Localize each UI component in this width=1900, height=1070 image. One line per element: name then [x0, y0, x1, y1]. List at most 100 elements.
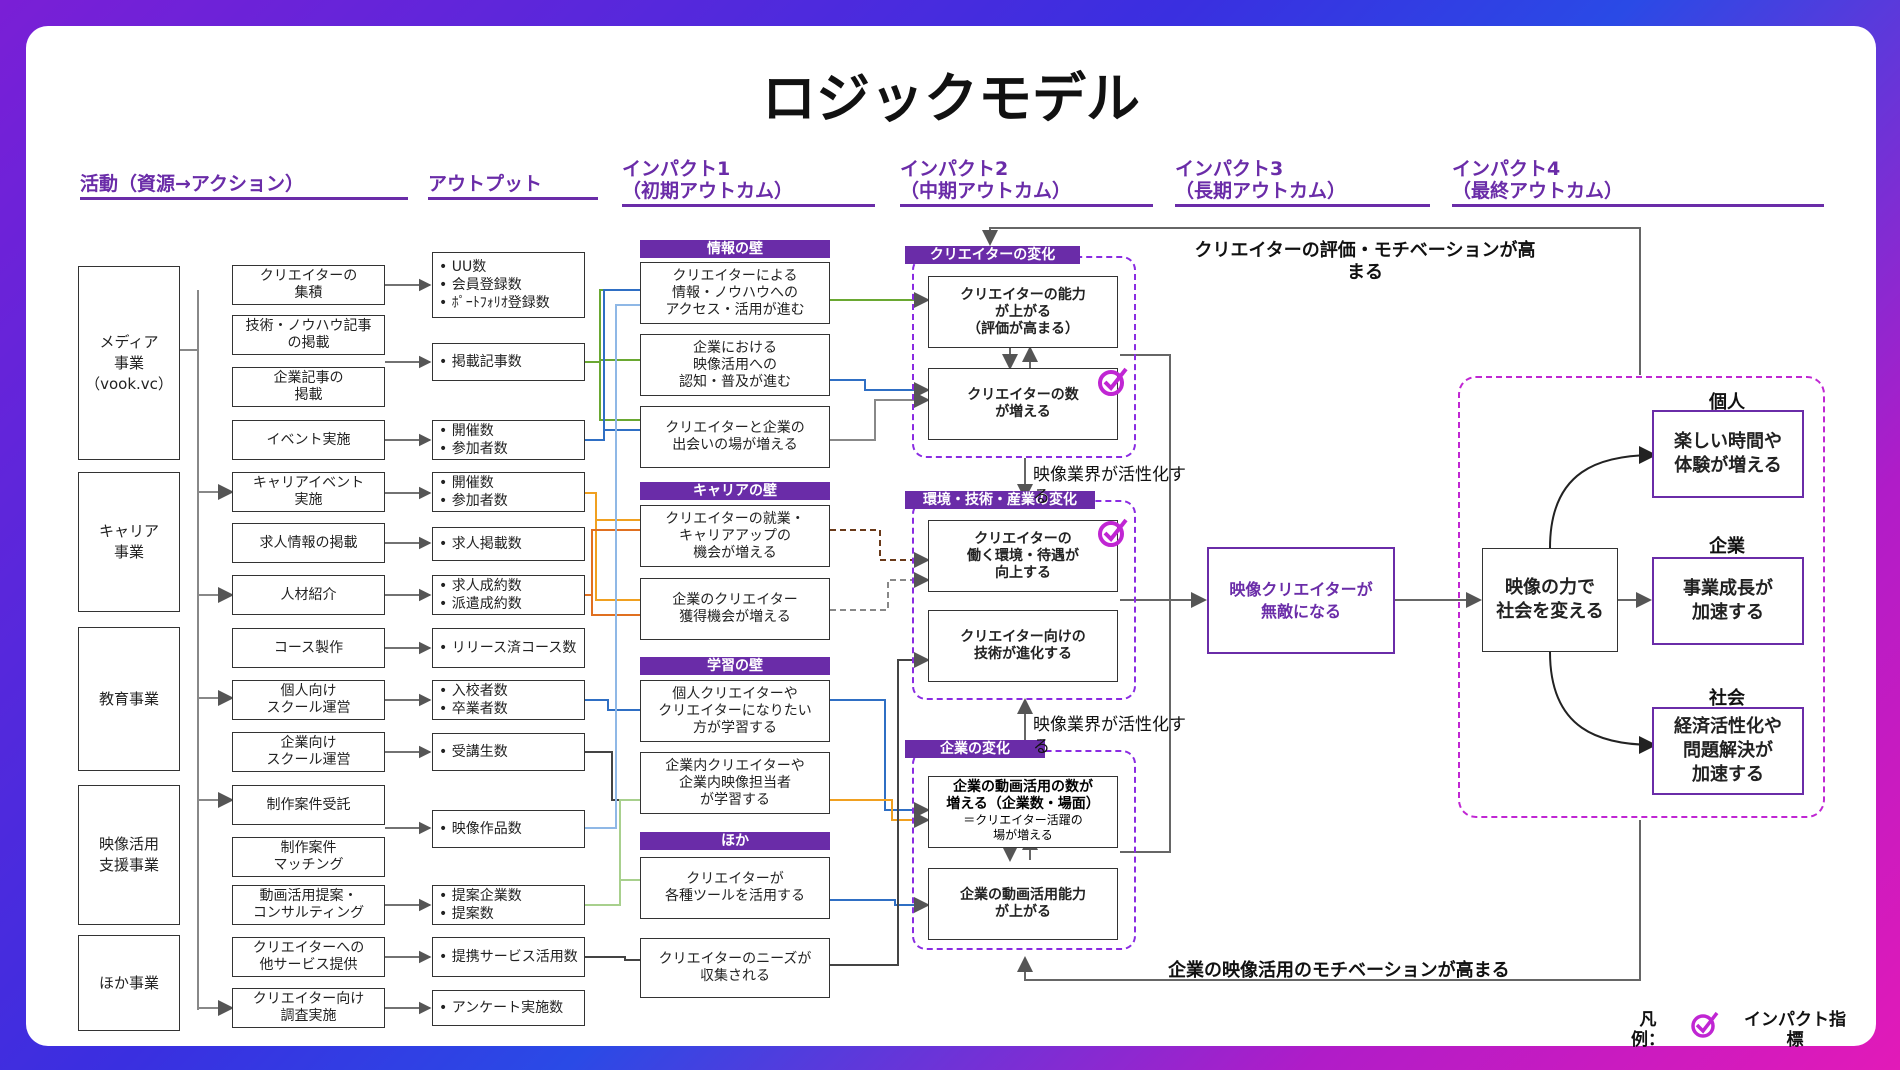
output-placements: 求人成約数 派遣成約数 [432, 575, 585, 615]
action-other-services: クリエイターへの 他サービス提供 [232, 937, 385, 977]
impact1-company-awareness: 企業における 映像活用への 認知・普及が進む [640, 334, 830, 396]
output-students: 受講生数 [432, 733, 585, 771]
output-works: 映像作品数 [432, 810, 585, 848]
business-video: 映像活用 支援事業 [78, 785, 180, 925]
band-learning-wall: 学習の壁 [640, 657, 830, 675]
output-surveys: アンケート実施数 [432, 990, 585, 1026]
impact1-needs: クリエイターのニーズが 収集される [640, 938, 830, 998]
output-partner-services: 提携サービス活用数 [432, 937, 585, 977]
impact2-tech-evolution: クリエイター向けの 技術が進化する [928, 610, 1118, 682]
header-activity: 活動（資源→アクション） [80, 173, 408, 200]
output-courses: リリース済コース数 [432, 628, 585, 668]
impact4-society: 経済活性化や 問題解決が 加速する [1652, 707, 1804, 795]
output-item: 開催数 [439, 422, 578, 440]
output-item: 映像作品数 [439, 820, 578, 838]
impact2-creator-ability: クリエイターの能力 が上がる （評価が高まる） [928, 276, 1118, 348]
action-placement: 人材紹介 [232, 575, 385, 615]
action-creator-gathering: クリエイターの 集積 [232, 265, 385, 305]
impact2-work-environment: クリエイターの 働く環境・待遇が 向上する [928, 520, 1118, 592]
action-production-matching: 制作案件 マッチング [232, 837, 385, 877]
group-label-company: 企業の変化 [905, 740, 1045, 758]
action-company-school: 企業向け スクール運営 [232, 732, 385, 772]
legend-impact-icon [1691, 1011, 1719, 1038]
impact4-company: 事業成長が 加速する [1652, 557, 1804, 645]
action-career-event: キャリアイベント 実施 [232, 472, 385, 512]
header-impact1: インパクト1 （初期アウトカム） [622, 158, 875, 207]
action-course-production: コース製作 [232, 628, 385, 668]
impact1-meeting-place: クリエイターと企業の 出会いの場が増える [640, 406, 830, 468]
impact-indicator-icon [1098, 367, 1128, 396]
page-title: ロジックモデル [762, 67, 1140, 130]
group-label-env: 環境・技術・産業の変化 [905, 491, 1095, 509]
impact1-career-opportunity: クリエイターの就業・ キャリアアップの 機会が増える [640, 505, 830, 567]
band-info-wall: 情報の壁 [640, 240, 830, 258]
impact3-invincible: 映像クリエイターが 無敵になる [1207, 547, 1395, 654]
legend-label: 凡 例： [1631, 1010, 1665, 1050]
band-other: ほか [640, 832, 830, 850]
impact4-individual-label: 個人 [1709, 392, 1745, 413]
output-item: ﾎﾟｰﾄﾌｫﾘｵ登録数 [439, 294, 578, 312]
output-item: リリース済コース数 [439, 639, 578, 657]
action-consulting: 動画活用提案・ コンサルティング [232, 885, 385, 925]
output-career-events: 開催数 参加者数 [432, 472, 585, 512]
impact2-company-usage-sub: ＝クリエイター活躍の 場が増える [963, 813, 1083, 842]
impact1-info-access: クリエイターによる 情報・ノウハウへの アクセス・活用が進む [640, 262, 830, 324]
output-proposals: 提案企業数 提案数 [432, 885, 585, 925]
output-item: 入校者数 [439, 682, 578, 700]
note-activate-2: 映像業界が活性化す る [1033, 715, 1186, 757]
impact4-individual: 楽しい時間や 体験が増える [1652, 410, 1804, 498]
action-event: イベント実施 [232, 420, 385, 460]
impact1-tools: クリエイターが 各種ツールを活用する [640, 857, 830, 919]
output-item: 提案企業数 [439, 887, 578, 905]
header-impact4: インパクト4 （最終アウトカム） [1452, 158, 1824, 207]
output-item: 提案数 [439, 905, 578, 923]
band-career-wall: キャリアの壁 [640, 482, 830, 500]
impact1-company-acquisition: 企業のクリエイター 獲得機会が増える [640, 578, 830, 640]
impact1-personal-learning: 個人クリエイターや クリエイターになりたい 方が学習する [640, 680, 830, 742]
impact2-company-usage: 企業の動画活用の数が 増える（企業数・場面） ＝クリエイター活躍の 場が増える [928, 776, 1118, 848]
impact4-company-label: 企業 [1709, 536, 1745, 557]
note-bottom-loop: 企業の映像活用のモチベーションが高まる [1168, 960, 1510, 981]
output-item: 参加者数 [439, 492, 578, 510]
business-education: 教育事業 [78, 627, 180, 771]
output-item: UU数 [439, 258, 578, 276]
header-output: アウトプット [428, 173, 598, 200]
output-item: 派遣成約数 [439, 595, 578, 613]
output-uu: UU数 会員登録数 ﾎﾟｰﾄﾌｫﾘｵ登録数 [432, 252, 585, 318]
action-company-articles: 企業記事の 掲載 [232, 367, 385, 407]
output-item: 掲載記事数 [439, 353, 578, 371]
group-impact4 [1458, 376, 1825, 818]
output-events: 開催数 参加者数 [432, 420, 585, 460]
output-item: 提携サービス活用数 [439, 948, 578, 966]
output-item: 会員登録数 [439, 276, 578, 294]
legend-text: インパクト指 標 [1744, 1010, 1846, 1050]
group-label-creator: クリエイターの変化 [905, 246, 1080, 264]
note-activate-1: 映像業界が活性化す る [1033, 465, 1186, 507]
business-career: キャリア 事業 [78, 472, 180, 612]
header-impact3: インパクト3 （長期アウトカム） [1175, 158, 1430, 207]
impact2-creator-count: クリエイターの数 が増える [928, 368, 1118, 440]
header-impact2: インパクト2 （中期アウトカム） [900, 158, 1153, 207]
impact4-change-society: 映像の力で 社会を変える [1482, 548, 1618, 652]
output-item: 求人成約数 [439, 577, 578, 595]
output-enrollment: 入校者数 卒業者数 [432, 680, 585, 720]
impact-indicator-icon [1098, 518, 1128, 547]
business-media: メディア 事業 （vook.vc） [78, 266, 180, 460]
impact1-company-learning: 企業内クリエイターや 企業内映像担当者 が学習する [640, 752, 830, 814]
output-articles: 掲載記事数 [432, 343, 585, 381]
output-item: 受講生数 [439, 743, 578, 761]
action-production-contract: 制作案件受託 [232, 785, 385, 825]
note-top-loop: クリエイターの評価・モチベーションが高 まる [1194, 240, 1536, 283]
output-item: 開催数 [439, 474, 578, 492]
action-survey: クリエイター向け 調査実施 [232, 988, 385, 1028]
output-item: 参加者数 [439, 440, 578, 458]
output-item: 求人掲載数 [439, 535, 578, 553]
output-item: 卒業者数 [439, 700, 578, 718]
impact2-company-usage-title: 企業の動画活用の数が 増える（企業数・場面） [946, 779, 1100, 812]
business-other: ほか事業 [78, 935, 180, 1031]
impact2-company-ability: 企業の動画活用能力 が上がる [928, 868, 1118, 940]
output-job-postings: 求人掲載数 [432, 527, 585, 561]
impact4-society-label: 社会 [1709, 688, 1745, 709]
action-tech-articles: 技術・ノウハウ記事 の掲載 [232, 315, 385, 355]
action-job-posting: 求人情報の掲載 [232, 523, 385, 563]
